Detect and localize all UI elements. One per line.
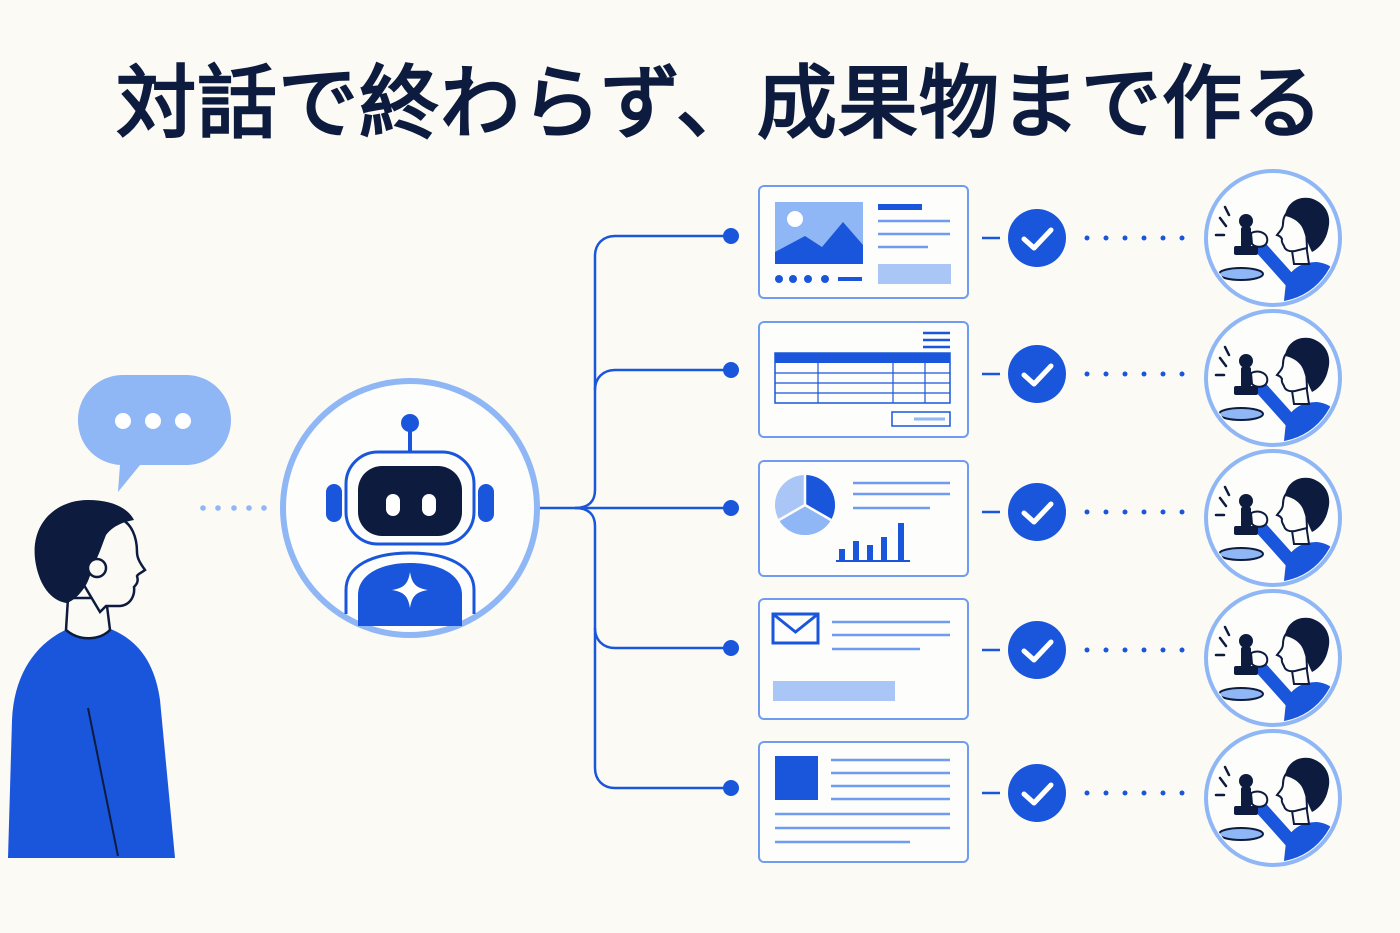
robot-body-outline bbox=[344, 551, 476, 614]
email-action-bar bbox=[773, 681, 895, 701]
document-thumbnail bbox=[775, 756, 818, 800]
text-lines bbox=[853, 481, 950, 510]
robot-screen bbox=[358, 466, 462, 536]
image-layout-document-icon bbox=[758, 185, 969, 299]
user-body bbox=[8, 628, 175, 858]
robot-branch-connectors bbox=[540, 234, 731, 790]
connector-dot bbox=[723, 780, 739, 796]
carousel-dots bbox=[775, 275, 829, 283]
table-document-icon bbox=[758, 321, 969, 438]
sparkle-icon bbox=[392, 572, 428, 608]
check-circle-icon bbox=[1008, 345, 1066, 403]
person-stamping-icon bbox=[1206, 311, 1345, 450]
deliverable-card bbox=[758, 321, 969, 438]
speech-bubble-ellipsis-icon bbox=[78, 375, 231, 492]
robot-eye-right bbox=[422, 494, 436, 516]
check-circle-icon bbox=[1008, 621, 1066, 679]
user-to-robot-dotted-line bbox=[200, 505, 267, 511]
speech-dot bbox=[145, 413, 161, 429]
speech-dot bbox=[175, 413, 191, 429]
page-title: 対話で終わらず、成果物まで作る bbox=[116, 57, 1324, 150]
email-document-icon bbox=[758, 598, 969, 720]
card-button-block bbox=[878, 264, 951, 284]
robot-ear-right bbox=[478, 484, 494, 522]
image-mountains bbox=[775, 222, 863, 264]
user-hair bbox=[34, 500, 135, 603]
user-person-illustration bbox=[8, 500, 175, 858]
robot-ear-left bbox=[326, 484, 342, 522]
check-circle-icon bbox=[1008, 764, 1066, 822]
check-circle-icon bbox=[1008, 209, 1066, 267]
user-arm-line bbox=[87, 707, 119, 857]
connector-dot bbox=[723, 500, 739, 516]
person-stamping-icon bbox=[1206, 171, 1345, 310]
table-header bbox=[775, 353, 950, 363]
connector-endpoints bbox=[723, 228, 739, 796]
text-lines bbox=[878, 219, 950, 249]
person-stamping-icon bbox=[1206, 591, 1345, 730]
chart-report-icon bbox=[758, 460, 969, 577]
ai-robot-icon bbox=[280, 378, 540, 638]
check-circle-icon bbox=[1008, 483, 1066, 541]
speech-bubble-shape bbox=[78, 375, 231, 492]
menu-lines bbox=[923, 331, 950, 349]
bar-chart-icon bbox=[839, 523, 904, 561]
card-heading-bar bbox=[878, 204, 922, 210]
pie-chart-icon bbox=[775, 475, 836, 536]
person-stamping-icon bbox=[1206, 451, 1345, 590]
connector-dot bbox=[723, 228, 739, 244]
table-button bbox=[891, 411, 951, 427]
card-to-check-dashes bbox=[982, 236, 1000, 795]
image-sun bbox=[787, 211, 803, 227]
text-lines bbox=[775, 758, 950, 844]
person-stamping-icon bbox=[1206, 731, 1345, 870]
connector-dot bbox=[723, 362, 739, 378]
text-document-icon bbox=[758, 741, 969, 863]
speech-dot bbox=[115, 413, 131, 429]
text-lines bbox=[832, 620, 950, 651]
robot-eye-left bbox=[386, 494, 400, 516]
robot-antenna-ball bbox=[401, 414, 419, 432]
table-gridlines bbox=[775, 363, 950, 403]
connector-dot bbox=[723, 640, 739, 656]
check-to-approver-dotted-lines bbox=[1084, 235, 1185, 796]
user-ear bbox=[86, 557, 108, 579]
